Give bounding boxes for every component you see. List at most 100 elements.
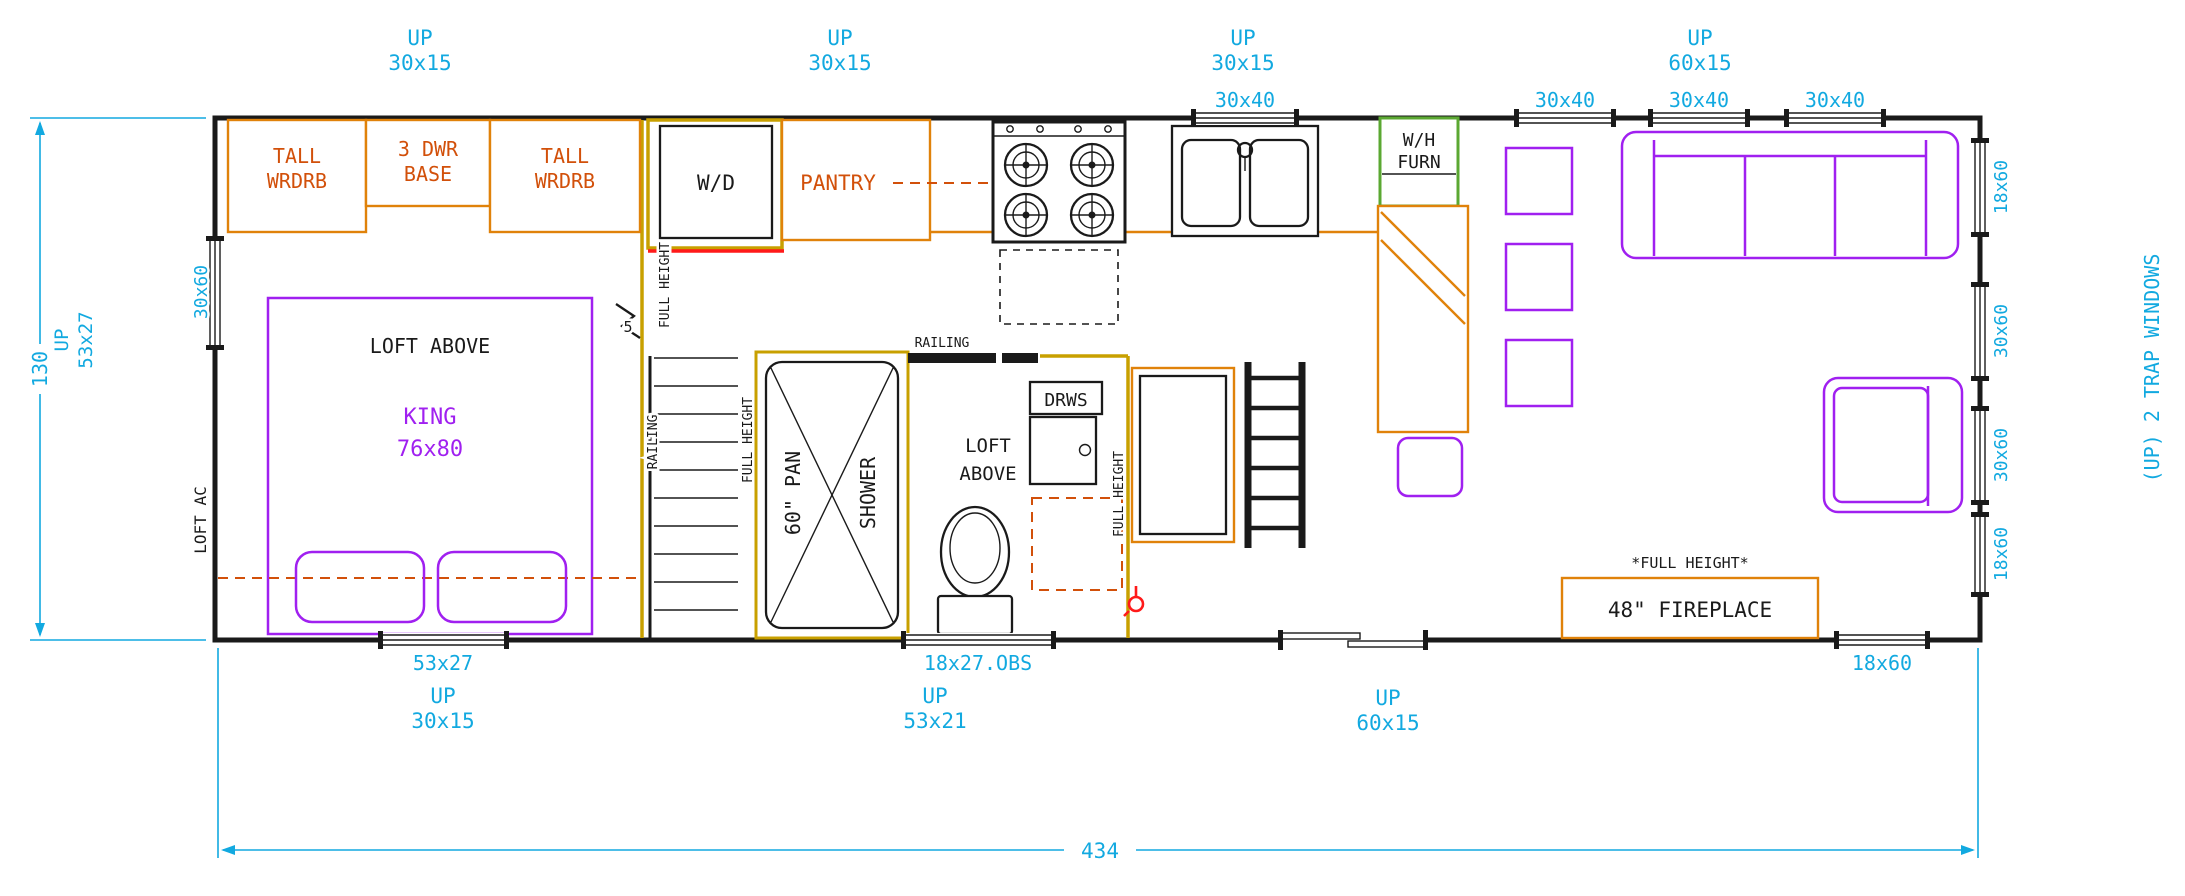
wardrobe-left-label-1: TALL — [273, 144, 321, 168]
dimension-left — [30, 117, 206, 641]
burner — [1069, 192, 1115, 238]
burner — [1003, 192, 1049, 238]
wardrobe-right-label-2: WRDRB — [535, 169, 595, 193]
dim-up1-line2: 30x15 — [388, 51, 451, 75]
dim-left-up-line2: 53x27 — [75, 311, 97, 368]
shower-pan-label: 60" PAN — [781, 451, 805, 535]
dim-up4-line2: 60x15 — [1668, 51, 1731, 75]
window-30x40-1 — [1514, 109, 1616, 127]
dim-left-window: 30x60 — [191, 265, 212, 319]
fireplace-label: 48" FIREPLACE — [1608, 598, 1772, 622]
window-30x40-3 — [1784, 109, 1886, 127]
l-counter — [1376, 204, 1470, 434]
dim-bottom-up1-line2: 30x15 — [411, 709, 474, 733]
dim-right-window-4: 18x60 — [1991, 527, 2012, 581]
trap-windows-note: (UP) 2 TRAP WINDOWS — [2140, 254, 2164, 483]
window-53x27-bottom — [378, 631, 509, 649]
dim-window-1: 30x40 — [1535, 88, 1595, 112]
dim-right-window-2: 30x60 — [1991, 304, 2012, 358]
dimension-bottom — [217, 648, 1979, 858]
sofa — [1620, 130, 1960, 260]
dim-bottom-window-3: 18x60 — [1852, 651, 1912, 675]
king-bed-size: 76x80 — [397, 437, 463, 462]
window-30x60-right-2 — [1971, 406, 1989, 505]
labels: UP 30x15 UP 30x15 UP 30x15 UP 60x15 30x4… — [26, 26, 2165, 866]
staircase — [648, 356, 738, 638]
fireplace-full-height-note: *FULL HEIGHT* — [1631, 554, 1748, 572]
dim-window-sink: 30x40 — [1215, 88, 1275, 112]
pillow-right — [436, 550, 568, 624]
dim-left-up-line1: UP — [51, 329, 73, 352]
dim-bottom-window-1: 53x27 — [413, 651, 473, 675]
fireplace — [1560, 576, 1820, 640]
dim-up4-line1: UP — [1687, 26, 1712, 50]
bath-loft-label-1: LOFT — [965, 435, 1011, 457]
burner — [1003, 142, 1049, 188]
bath-railing-label: RAILING — [915, 336, 970, 351]
window-30x60-right-1 — [1971, 282, 1989, 381]
dim-bottom-up2-line2: 53x21 — [903, 709, 966, 733]
window-30x40-sink — [1191, 109, 1299, 127]
full-height-label-2: FULL HEIGHT — [741, 397, 756, 483]
bath-loft-label-2: ABOVE — [959, 463, 1016, 485]
tall-wardrobe-left — [226, 118, 368, 234]
vanity-dashed-outline — [1031, 497, 1123, 591]
full-height-label-3: FULL HEIGHT — [1112, 451, 1127, 537]
bathroom-area — [754, 350, 1145, 640]
dim-window-2: 30x40 — [1669, 88, 1729, 112]
stool-4 — [1396, 436, 1464, 498]
dim-total-height: 130 — [28, 351, 52, 387]
utility-area — [615, 124, 784, 638]
window-18x60-right-1 — [1971, 138, 1989, 237]
loft-railing — [908, 353, 1038, 363]
stair-count-label: 5 — [623, 318, 632, 336]
plumbing-symbol — [1123, 586, 1145, 617]
water-heater-furnace — [1378, 116, 1460, 208]
drawer-base-cabinet — [364, 118, 492, 208]
full-height-label-1: FULL HEIGHT — [658, 242, 673, 328]
dim-bottom-up2-line1: UP — [922, 684, 947, 708]
dim-up2-line2: 30x15 — [808, 51, 871, 75]
dim-up3-line2: 30x15 — [1211, 51, 1274, 75]
dim-up3-line1: UP — [1230, 26, 1255, 50]
stool-3 — [1504, 338, 1574, 408]
bedroom-loft-label: LOFT ABOVE — [370, 334, 490, 358]
double-sink — [1170, 124, 1320, 238]
dim-bottom-window-2: 18x27.OBS — [924, 651, 1032, 675]
toilet — [936, 505, 1014, 636]
dim-right-window-1: 18x60 — [1991, 160, 2012, 214]
wardrobe-right-label-1: TALL — [541, 144, 589, 168]
armchair — [1822, 376, 1964, 514]
dim-up1-line1: UP — [407, 26, 432, 50]
kitchen-area — [780, 116, 1574, 548]
shower-label: SHOWER — [856, 456, 880, 529]
stool-2 — [1504, 242, 1574, 312]
dim-up2-line1: UP — [827, 26, 852, 50]
windows-and-doors — [206, 109, 1989, 650]
stairs-railing-label: RAILING — [646, 414, 661, 469]
dim-window-3: 30x40 — [1805, 88, 1865, 112]
washer-dryer-label: W/D — [697, 171, 735, 195]
pantry-label: PANTRY — [800, 171, 876, 195]
window-30x60-left — [206, 236, 224, 350]
dim-total-width: 434 — [1081, 839, 1119, 863]
refrigerator — [1130, 366, 1236, 544]
drawer-base-label-2: BASE — [404, 162, 452, 186]
dim-bottom-up3-line1: UP — [1375, 686, 1400, 710]
window-18x60-bottom — [1834, 631, 1930, 649]
bedroom-area — [218, 118, 642, 636]
island-dashed-outline — [999, 249, 1119, 325]
drawers-label: DRWS — [1044, 390, 1087, 411]
window-18x60-right-2 — [1971, 512, 1989, 597]
drawers-cabinet — [1028, 380, 1104, 486]
drawer-base-label-1: 3 DWR — [398, 137, 459, 161]
dim-right-window-3: 30x60 — [1991, 428, 2012, 482]
stool-1 — [1504, 146, 1574, 216]
wardrobe-left-label-2: WRDRB — [267, 169, 327, 193]
wh-furn-label-2: FURN — [1397, 152, 1440, 173]
loft-ladder — [1244, 362, 1306, 548]
shower — [754, 350, 910, 640]
dim-bottom-up1-line1: UP — [430, 684, 455, 708]
